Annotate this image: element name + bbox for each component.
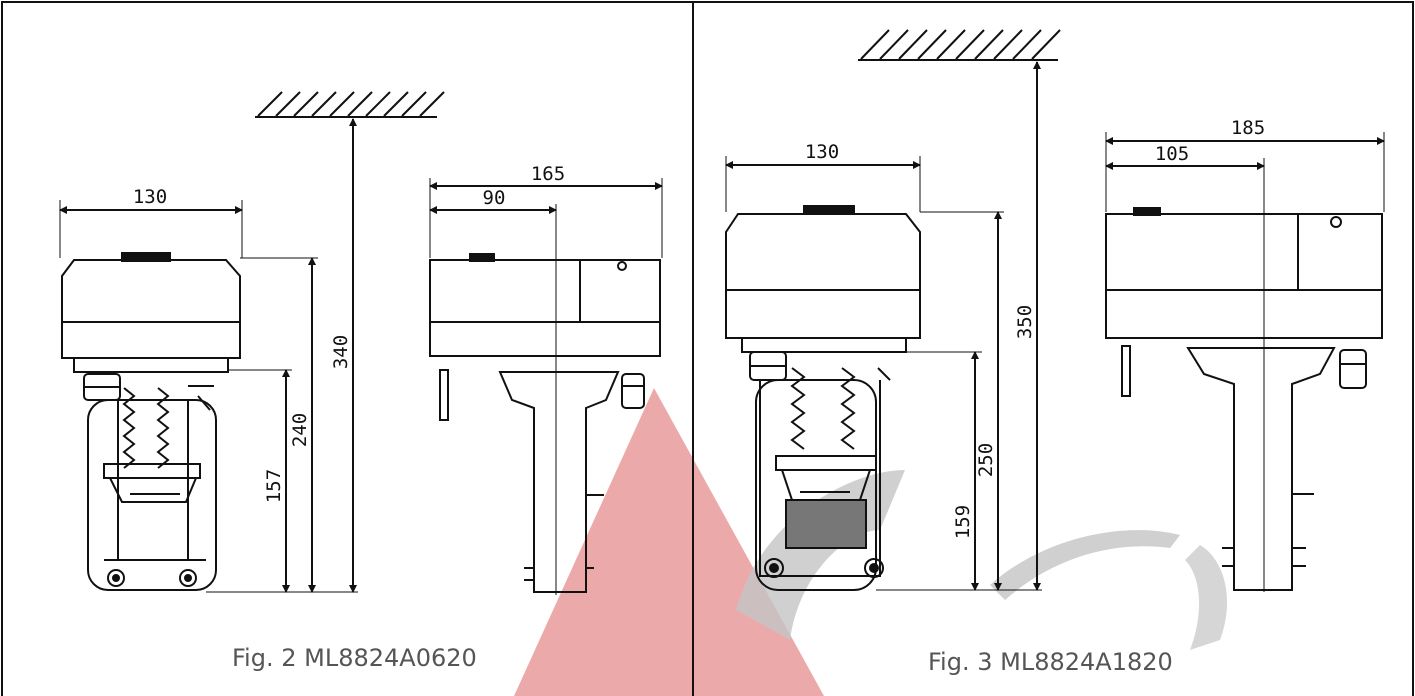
dim-side-overall-width: 165 — [531, 163, 565, 185]
dim-actuator-height: 240 — [289, 413, 311, 447]
watermark-grey-swoosh — [990, 530, 1180, 600]
dim-side-axis-offset: 90 — [483, 187, 506, 209]
dim-front-width: 130 — [805, 141, 839, 163]
dimension-lines-left — [59, 118, 663, 595]
dimension-lines-right — [725, 61, 1385, 592]
watermark-grey-tail — [1185, 545, 1228, 650]
figure-caption-left: Fig. 2 ML8824A0620 — [232, 644, 477, 672]
dim-side-overall-width: 185 — [1231, 117, 1265, 139]
front-view-actuator — [61, 252, 241, 591]
side-view-actuator — [1105, 207, 1383, 591]
dim-front-width: 130 — [133, 186, 167, 208]
dim-side-axis-offset: 105 — [1155, 143, 1189, 165]
figure-2-drawing — [59, 91, 663, 595]
front-view-actuator — [725, 205, 921, 591]
watermark-red-triangle — [514, 388, 824, 696]
figure-3-drawing — [725, 29, 1385, 592]
dim-total-height: 350 — [1014, 305, 1036, 339]
side-view-actuator — [429, 253, 661, 593]
dim-valve-height: 157 — [263, 469, 285, 503]
ceiling-hatch — [255, 91, 445, 118]
dim-valve-height: 159 — [952, 505, 974, 539]
ceiling-hatch — [858, 29, 1061, 61]
dim-actuator-height: 250 — [975, 443, 997, 477]
dim-total-height: 340 — [330, 335, 352, 369]
figure-caption-right: Fig. 3 ML8824A1820 — [928, 648, 1173, 676]
